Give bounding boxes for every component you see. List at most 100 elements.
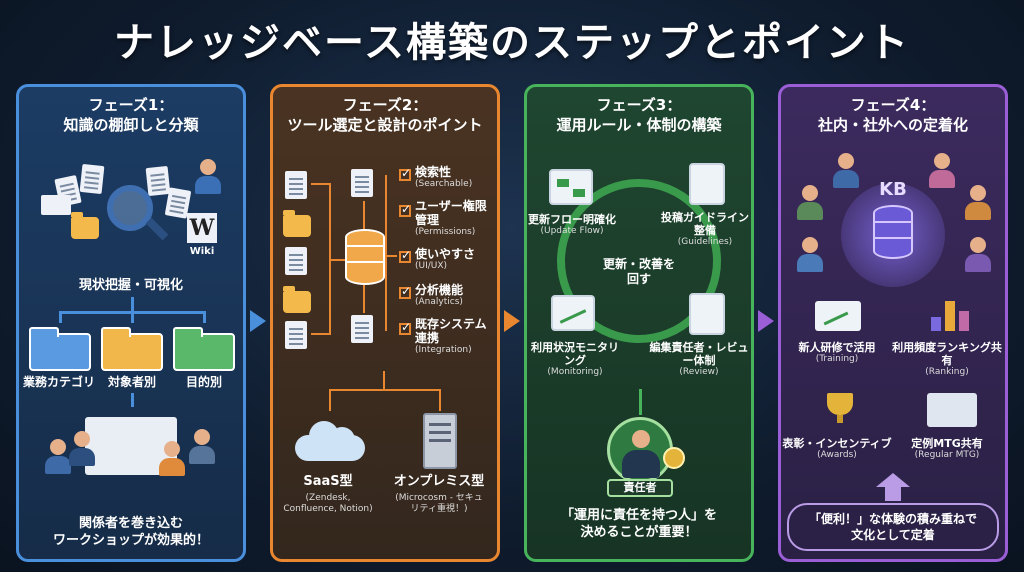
checkbox-icon xyxy=(399,284,411,299)
document-icon xyxy=(285,247,307,275)
owner-avatar xyxy=(607,417,673,483)
phase4-panel: フェーズ4： 社内・社外への定着化 KB 新人研修で活用 (Training) … xyxy=(778,84,1008,562)
cycle-label: 更新フロー明確化 xyxy=(528,213,616,226)
point-analytics: 分析機能 (Analytics) xyxy=(415,283,495,308)
cycle-en: (Monitoring) xyxy=(547,367,603,377)
category-folder-icon xyxy=(29,327,91,371)
user-avatar xyxy=(965,237,991,272)
phase2-number: フェーズ2： xyxy=(342,96,428,114)
saas-examples: (Zendesk, Confluence, Notion) xyxy=(283,493,373,514)
point-integration: 既存システム連携 (Integration) xyxy=(415,317,495,356)
point-label: 使いやすさ xyxy=(415,247,476,261)
phase2-heading: フェーズ2： ツール選定と設計のポイント xyxy=(279,95,491,135)
cycle-label: 投稿ガイドライン整備 xyxy=(661,211,749,237)
activity-en: (Awards) xyxy=(817,450,857,460)
activity-label: 利用頻度ランキング共有 xyxy=(892,341,1002,367)
point-en: (UI/UX) xyxy=(415,261,448,271)
point-en: (Permissions) xyxy=(415,227,476,237)
point-label: ユーザー権限管理 xyxy=(415,199,487,227)
cycle-update-flow: 更新フロー明確化 (Update Flow) xyxy=(527,213,617,237)
arrow-down-icon xyxy=(131,393,134,407)
meeting-icon xyxy=(927,393,977,427)
point-label: 既存システム連携 xyxy=(415,317,487,345)
arrow-right-icon xyxy=(758,310,774,332)
workshop-illustration xyxy=(39,411,223,507)
document-icon xyxy=(351,169,373,197)
user-avatar xyxy=(797,185,823,220)
phase3-note: 「運用に責任を持つ人」を 決めることが重要！ xyxy=(533,507,745,541)
cycle-en: (Review) xyxy=(679,367,719,377)
person-icon xyxy=(195,159,221,194)
point-en: (Searchable) xyxy=(415,179,473,189)
activity-en: (Training) xyxy=(815,354,859,364)
training-icon xyxy=(815,301,861,331)
phase1-title: 知識の棚卸しと分類 xyxy=(63,116,199,134)
monitoring-icon xyxy=(551,295,595,331)
checkbox-icon xyxy=(399,248,411,263)
cycle-review: 編集責任者・レビュー体制 (Review) xyxy=(647,341,751,378)
user-avatar xyxy=(929,153,955,188)
document-icon xyxy=(285,171,307,199)
phase3-note-line1: 「運用に責任を持つ人」を xyxy=(560,508,717,523)
point-permissions: ユーザー権限管理 (Permissions) xyxy=(415,199,495,238)
phase1-number: フェーズ1： xyxy=(88,96,174,114)
activity-en: (Regular MTG) xyxy=(914,450,980,460)
kb-database-icon xyxy=(873,205,913,259)
wiki-label: Wiki xyxy=(189,246,215,257)
cycle-label: 利用状況モニタリング xyxy=(531,341,619,367)
cycle-monitoring: 利用状況モニタリング (Monitoring) xyxy=(527,341,623,378)
phase2-title: ツール選定と設計のポイント xyxy=(287,116,483,134)
magnifier-icon xyxy=(107,185,153,231)
guideline-icon xyxy=(689,163,725,205)
cycle-guidelines: 投稿ガイドライン整備 (Guidelines) xyxy=(659,211,751,248)
user-avatar xyxy=(833,153,859,188)
workshop-note-line2: ワークショップが効果的！ xyxy=(52,533,209,548)
category-label-business: 業務カテゴリ xyxy=(22,375,95,389)
onprem-examples: (Microcosm - セキュリティ重視！) xyxy=(395,493,483,514)
workshop-note: 関係者を巻き込む ワークショップが効果的！ xyxy=(25,515,237,549)
arrow-right-icon xyxy=(504,310,520,332)
saas-label: SaaS型 xyxy=(303,474,353,489)
ranking-icon xyxy=(931,299,975,331)
phase1-heading: フェーズ1： 知識の棚卸しと分類 xyxy=(25,95,237,135)
trophy-icon xyxy=(827,393,853,423)
folder-icon xyxy=(283,286,311,313)
point-searchable: 検索性 (Searchable) xyxy=(415,165,495,190)
phase4-note-line2: 文化として定着 xyxy=(851,528,935,542)
cycle-label: 編集責任者・レビュー体制 xyxy=(649,341,749,367)
point-uiux: 使いやすさ (UI/UX) xyxy=(415,247,495,272)
award-badge-icon xyxy=(663,447,685,469)
activity-ranking: 利用頻度ランキング共有 (Ranking) xyxy=(889,341,1005,378)
phase4-heading: フェーズ4： 社内・社外への定着化 xyxy=(787,95,999,135)
cloud-icon xyxy=(295,421,365,461)
phase1-caption: 現状把握・可視化 xyxy=(78,278,183,293)
phase3-number: フェーズ3： xyxy=(596,96,682,114)
purpose-folder-icon xyxy=(173,327,235,371)
phase1-panel: フェーズ1： 知識の棚卸しと分類 W Wiki 現状把握・可視化 業務カテゴリ … xyxy=(16,84,246,562)
activity-en: (Ranking) xyxy=(925,367,969,377)
phase3-panel: フェーズ3： 運用ルール・体制の構築 更新・改善を回す 更新フロー明確化 (Up… xyxy=(524,84,754,562)
document-icon xyxy=(351,315,373,343)
database-icon xyxy=(345,229,385,285)
category-label-purpose: 目的別 xyxy=(185,375,222,389)
activity-regular-mtg: 定例MTG共有 (Regular MTG) xyxy=(889,437,1005,461)
checkbox-icon xyxy=(399,166,411,181)
review-icon xyxy=(689,293,725,335)
cycle-center: 更新・改善を回す xyxy=(602,257,675,286)
phase4-title: 社内・社外への定着化 xyxy=(817,116,968,134)
document-icon xyxy=(285,321,307,349)
audience-folder-icon xyxy=(101,327,163,371)
point-label: 検索性 xyxy=(415,165,452,179)
activity-training: 新人研修で活用 (Training) xyxy=(781,341,893,365)
point-label: 分析機能 xyxy=(415,283,464,297)
cycle-en: (Guidelines) xyxy=(677,237,733,247)
phase3-title: 運用ルール・体制の構築 xyxy=(556,116,722,134)
point-en: (Analytics) xyxy=(415,297,463,307)
phase2-panel: フェーズ2： ツール選定と設計のポイント 検索性 (Searchable) ユー… xyxy=(270,84,500,562)
flow-icon xyxy=(549,169,593,205)
phase4-number: フェーズ4： xyxy=(850,96,936,114)
kb-label: KB xyxy=(879,179,907,200)
arrow-right-icon xyxy=(250,310,266,332)
user-avatar xyxy=(965,185,991,220)
arrow-up-icon xyxy=(876,473,910,487)
